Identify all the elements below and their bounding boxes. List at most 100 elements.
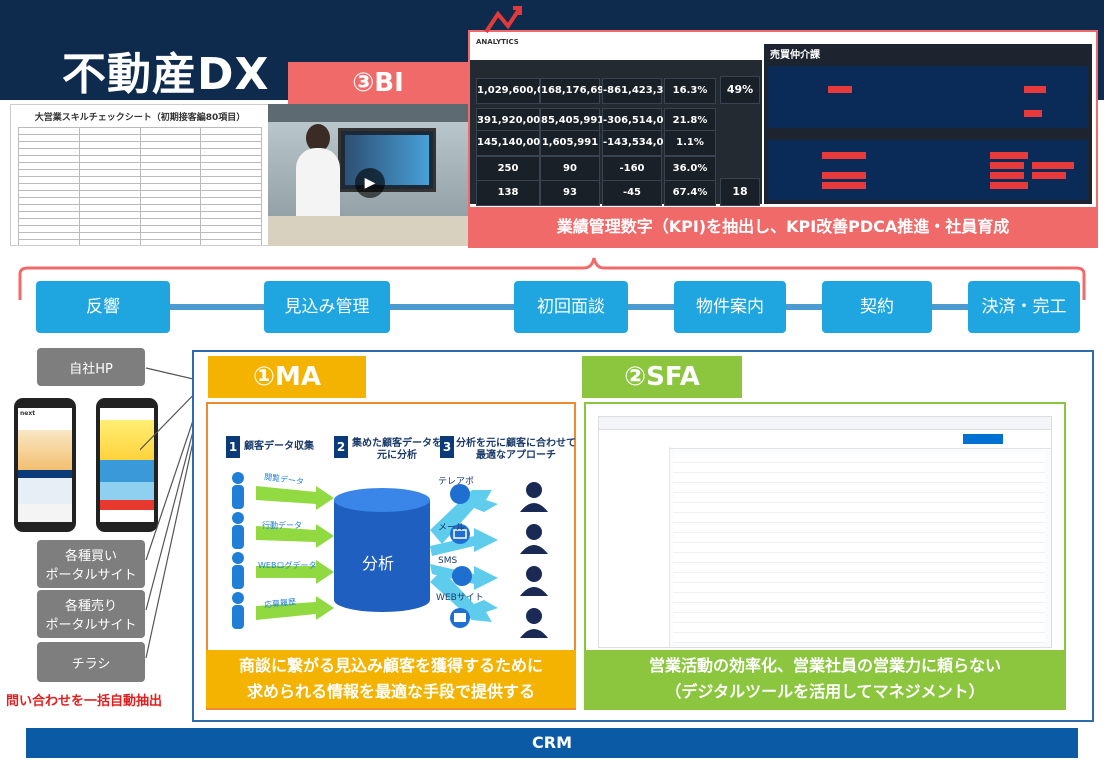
sfa-caption: 営業活動の効率化、営業社員の営業力に頼らない （デジタルツールを活用してマネジメ… xyxy=(584,650,1066,708)
crm-screenshot xyxy=(598,416,1052,648)
page-title: 不動産DX xyxy=(62,49,270,100)
channel-label-2: メール xyxy=(438,523,466,533)
desk-image xyxy=(268,216,470,246)
phone-screenshot-2 xyxy=(96,398,158,532)
database-icon xyxy=(334,488,430,612)
kpi-card: 21.8% xyxy=(664,108,716,134)
bracket-line xyxy=(18,257,1086,300)
sfa-label: ②SFA xyxy=(582,356,742,398)
crm-bar: CRM xyxy=(26,728,1078,758)
kpi-value: 1,605,991 xyxy=(541,137,599,148)
kpi-value: 1,029,600,000 xyxy=(477,85,558,96)
sales-table-panel: 売買仲介課 xyxy=(764,44,1092,204)
kpi-card: -143,534,009 xyxy=(602,130,678,156)
ma-step-3-number: 3 xyxy=(440,436,454,458)
ma-caption: 商談に繋がる見込み顧客を獲得するために 求められる情報を最適な手段で提供する xyxy=(206,650,576,708)
kpi-value: -143,534,009 xyxy=(603,137,678,148)
kpi-value: 1.1% xyxy=(676,137,704,148)
kpi-card: -45 xyxy=(602,180,662,206)
analysis-label: 分析 xyxy=(362,554,395,573)
sales-table-top xyxy=(768,66,1088,128)
bi-label: ③BI xyxy=(288,62,468,104)
kpi-value: 16.3% xyxy=(672,85,708,96)
data-arrows xyxy=(256,486,334,620)
kpi-card: 168,176,691 xyxy=(540,78,612,104)
kpi-card: 138 xyxy=(476,180,540,206)
kpi-card: 391,920,000 xyxy=(476,108,548,134)
kpi-value: 85,405,991 xyxy=(541,115,605,126)
person-head xyxy=(306,124,330,152)
person-image xyxy=(296,148,340,228)
ma-step-2-title: 集めた顧客データを 元に分析 xyxy=(352,438,442,461)
inquiry-note: 問い合わせを一括自動抽出 xyxy=(6,694,163,709)
kpi-value: -306,514,009 xyxy=(603,115,678,126)
inquiry-source: チラシ xyxy=(37,642,145,682)
kpi-card: -861,423,309 xyxy=(602,78,678,104)
ma-step-2-number: 2 xyxy=(334,436,348,458)
kpi-value: 67.4% xyxy=(672,187,708,198)
analytics-label: ANALYTICS xyxy=(476,38,519,46)
process-connector xyxy=(786,304,822,310)
kpi-card: 85,405,991 xyxy=(540,108,605,134)
process-step: 契約 xyxy=(822,281,932,333)
recipient-person-icons xyxy=(520,482,548,638)
phone-screenshot-1: next xyxy=(14,398,76,532)
kpi-value: -160 xyxy=(619,163,645,174)
channel-label-1: テレアポ xyxy=(438,477,475,487)
process-step: 決済・完工 xyxy=(968,281,1080,333)
kpi-card: 1,029,600,000 xyxy=(476,78,558,104)
ma-label: ①MA xyxy=(208,356,366,398)
kpi-card: 16.3% xyxy=(664,78,716,104)
kpi-value: 36.0% xyxy=(672,163,708,174)
kpi-card: 1,605,991 xyxy=(540,130,600,156)
training-video[interactable]: ▶ xyxy=(268,104,470,246)
kpi-card: 49% xyxy=(720,76,760,104)
skill-check-sheet: 大営業スキルチェックシート（初期接客編80項目） xyxy=(10,104,270,246)
sales-panel-title: 売買仲介課 xyxy=(770,50,820,61)
skill-sheet-title: 大営業スキルチェックシート（初期接客編80項目） xyxy=(34,113,246,123)
sales-table-bottom xyxy=(768,140,1088,200)
channel-label-4: WEBサイト xyxy=(436,593,484,603)
inquiry-source: 各種売り ポータルサイト xyxy=(37,590,145,638)
kpi-value: 49% xyxy=(726,83,754,96)
kpi-value: -45 xyxy=(622,187,642,198)
kpi-value: 93 xyxy=(563,187,577,198)
ma-step-3-title: 分析を元に顧客に合わせて 最適なアプローチ xyxy=(456,438,576,461)
process-connector xyxy=(170,304,264,310)
process-connector xyxy=(932,304,968,310)
analytics-logo-icon xyxy=(484,6,522,34)
data-label-2: 行動データ xyxy=(262,521,302,530)
kpi-value: 145,140,000 xyxy=(477,137,548,148)
kpi-value: 90 xyxy=(563,163,577,174)
customer-person-icons xyxy=(232,472,244,629)
kpi-card: 145,140,000 xyxy=(476,130,548,156)
channel-icons xyxy=(450,484,472,628)
inquiry-source: 各種買い ポータルサイト xyxy=(37,540,145,588)
inquiry-source: 自社HP xyxy=(37,348,145,386)
skill-sheet-table xyxy=(18,127,262,245)
process-connector xyxy=(390,304,514,310)
kpi-value: 21.8% xyxy=(672,115,708,126)
channel-label-3: SMS xyxy=(438,556,458,566)
ma-flow-diagram xyxy=(232,472,548,638)
kpi-value: -861,423,309 xyxy=(603,85,678,96)
kpi-value: 18 xyxy=(732,185,748,198)
process-step: 反響 xyxy=(36,281,170,333)
kpi-card: 250 xyxy=(476,156,540,182)
kpi-card: 36.0% xyxy=(664,156,716,182)
ma-step-1-title: 顧客データ収集 xyxy=(244,441,314,452)
kpi-card: -306,514,009 xyxy=(602,108,678,134)
kpi-value: 391,920,000 xyxy=(477,115,548,126)
kpi-card: -160 xyxy=(602,156,662,182)
kpi-value: 250 xyxy=(497,163,519,174)
play-icon[interactable]: ▶ xyxy=(355,168,385,198)
monitor-image xyxy=(338,128,436,192)
kpi-value: 168,176,691 xyxy=(541,85,612,96)
ma-step-1-number: 1 xyxy=(226,436,240,458)
data-label-3: WEBログデータ xyxy=(258,561,317,570)
process-step: 見込み管理 xyxy=(264,281,390,333)
process-connector xyxy=(628,304,674,310)
kpi-value: 138 xyxy=(497,187,519,198)
kpi-card: 93 xyxy=(540,180,600,206)
